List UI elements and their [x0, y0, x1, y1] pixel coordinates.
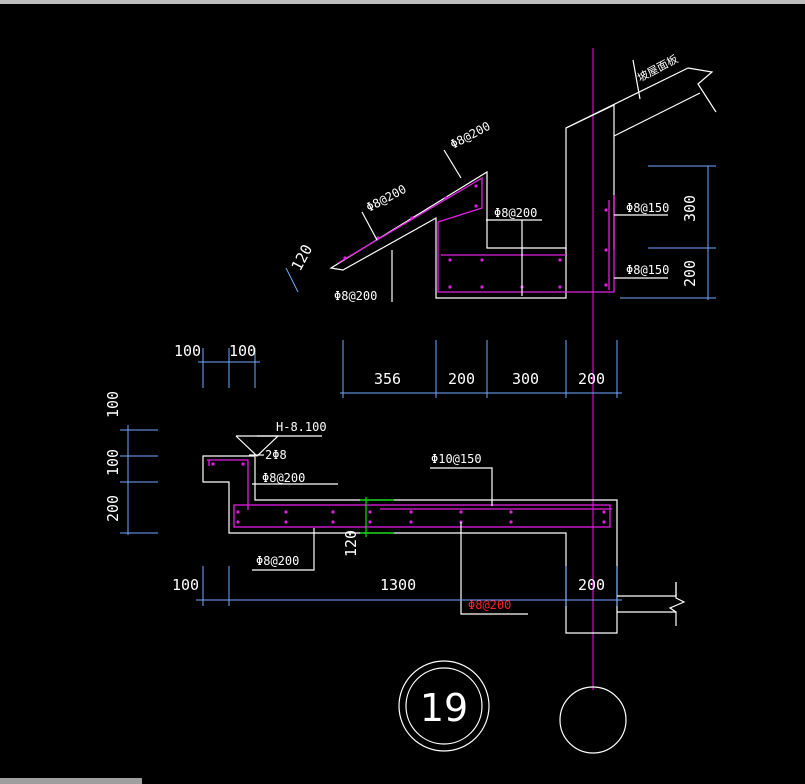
lower-left-dims: [120, 425, 158, 535]
rebar-label-wall-bottom: Φ8@150: [626, 263, 669, 277]
dim-200: 200: [578, 576, 605, 594]
upper-wall-outline: [565, 104, 615, 250]
label-phi8-200-top: Φ8@200: [262, 471, 305, 485]
rebar-label-mid: Φ8@200: [494, 206, 537, 220]
leader-1: [361, 211, 378, 241]
lower-beam-outline: [202, 455, 618, 634]
rebar-label-slope: Φ8@200: [364, 182, 409, 215]
status-strip: [0, 778, 142, 784]
elevation-text: H-8.100: [276, 420, 327, 434]
break-line: [687, 67, 717, 113]
roof-slab-top-line: [565, 67, 689, 129]
lower-thickness-dim: 120: [342, 530, 360, 557]
dim-h-200a: 200: [448, 370, 475, 388]
detail-number: 19: [420, 686, 468, 730]
roof-label-leader: [632, 59, 641, 100]
lower-rebar-hook: [207, 459, 249, 510]
label-red: Φ8@200: [468, 598, 511, 612]
upper-section[interactable]: 坡屋面板 Φ8@200 Φ8@200 Φ8@200 Φ8@200 Φ8@150: [285, 52, 717, 398]
lower-break-symbol: [668, 582, 686, 613]
label-phi8-200-bottom: Φ8@200: [256, 554, 299, 568]
dim-v-100a: 100: [104, 391, 122, 418]
label-phi10-150: Φ10@150: [431, 452, 482, 466]
lower-top-dims: [198, 348, 260, 388]
rebar-label-top: Φ8@200: [448, 119, 493, 152]
dim-v-200: 200: [681, 260, 699, 287]
upper-vertical-dims: [620, 165, 716, 300]
dim-100b: 100: [229, 342, 256, 360]
label-2phi8: 2Φ8: [265, 448, 287, 462]
lower-right-top-line: [617, 582, 677, 597]
dim-h-356: 356: [374, 370, 401, 388]
dim-h-300: 300: [512, 370, 539, 388]
upper-cornice-outline: [329, 170, 567, 299]
dim-h-200b: 200: [578, 370, 605, 388]
lower-rebar-cage: [233, 504, 611, 528]
axis-bubble: [559, 686, 627, 754]
dim-100: 100: [172, 576, 199, 594]
dim-v-200: 200: [104, 495, 122, 522]
leader-2: [443, 149, 462, 179]
lower-bottom-dims: [196, 566, 622, 606]
dim-v-100b: 100: [104, 449, 122, 476]
upper-rebar-main: [337, 176, 615, 293]
roof-slab-bottom-line: [613, 92, 701, 137]
upper-rebar-dots: [343, 184, 608, 289]
dim-v-300: 300: [681, 195, 699, 222]
lower-right-bottom-line: [617, 611, 677, 626]
dim-1300: 1300: [380, 576, 416, 594]
rebar-label-bottom: Φ8@200: [334, 289, 377, 303]
lower-section[interactable]: 100 100 100 100 200 H-8.100: [104, 342, 686, 634]
rebar-label-wall-top: Φ8@150: [626, 201, 669, 215]
window-top-bar: [0, 0, 805, 4]
leader-phi10: [430, 467, 493, 506]
green-marker: [360, 497, 394, 537]
upper-horizontal-dims: [340, 340, 622, 398]
thickness-dim-text: 120: [288, 242, 317, 274]
leader-red: [460, 522, 528, 615]
leader-phi8-bottom: [252, 528, 315, 571]
detail-number-marker: 19: [398, 660, 490, 752]
roof-slab-label: 坡屋面板: [635, 52, 680, 85]
dim-100a: 100: [174, 342, 201, 360]
thickness-dim-line: [285, 267, 299, 293]
